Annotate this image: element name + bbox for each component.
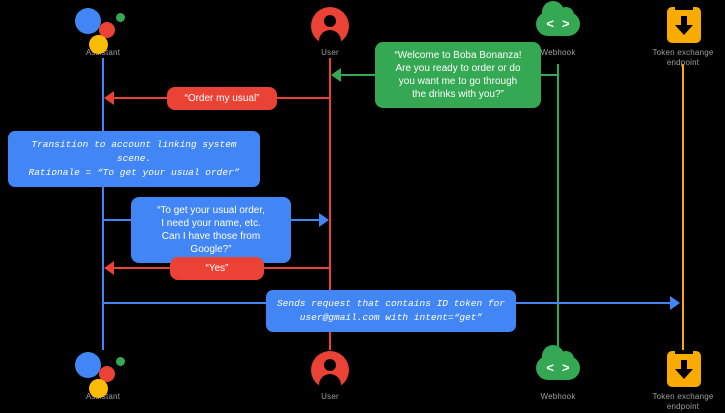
actor-label-webhook: Webhook xyxy=(540,392,576,401)
download-box-icon xyxy=(623,4,725,46)
cloud-shape xyxy=(536,345,580,380)
cloud-code-icon: < > xyxy=(498,1,618,46)
actor-label-user: User xyxy=(321,392,339,401)
user-head-shape xyxy=(324,15,336,27)
user-head-shape xyxy=(324,359,336,371)
actor-label-webhook: Webhook xyxy=(540,48,576,57)
download-arrow-stem xyxy=(681,360,687,370)
cloud-code-icon: < > xyxy=(498,345,618,390)
lifeline-token-endpoint xyxy=(682,64,684,350)
actor-label-token-endpoint: Token exchange endpoint xyxy=(652,48,714,67)
actor-assistant-bottom: Assistant xyxy=(43,348,163,402)
arrow-head-order-my-usual xyxy=(104,91,114,105)
download-box-icon xyxy=(623,348,725,390)
assistant-blue-dot-icon xyxy=(75,352,101,378)
message-token-request[interactable]: Sends request that contains ID token for… xyxy=(266,290,516,332)
token-notch-shape xyxy=(675,7,693,10)
user-body-shape xyxy=(319,374,341,390)
actor-assistant-top: Assistant xyxy=(43,4,163,58)
actor-token-endpoint-bottom: Token exchange endpoint xyxy=(623,348,725,412)
arrow-head-welcome xyxy=(331,68,341,82)
actor-label-token-endpoint: Token exchange endpoint xyxy=(652,392,714,411)
user-avatar-icon xyxy=(270,4,390,46)
lifeline-webhook xyxy=(557,64,559,350)
arrow-head-yes-consent xyxy=(104,261,114,275)
cloud-shape xyxy=(536,1,580,36)
actor-user-bottom: User xyxy=(270,348,390,402)
arrow-head-token-request xyxy=(670,296,680,310)
message-yes-consent[interactable]: “Yes” xyxy=(170,257,264,280)
assistant-red-dot-icon xyxy=(99,366,115,382)
assistant-green-dot-icon xyxy=(116,13,125,22)
lifeline-user xyxy=(329,58,331,350)
user-avatar-icon xyxy=(270,348,390,390)
download-arrow-head xyxy=(675,25,693,35)
google-assistant-icon xyxy=(43,348,163,398)
actor-webhook-bottom: < > Webhook xyxy=(498,345,618,402)
download-arrow-head xyxy=(675,369,693,379)
code-brackets-glyph: < > xyxy=(546,361,570,376)
message-transition-note[interactable]: Transition to account linking system sce… xyxy=(8,131,260,187)
actor-user-top: User xyxy=(270,4,390,58)
download-arrow-stem xyxy=(681,16,687,26)
actor-token-endpoint-top: Token exchange endpoint xyxy=(623,4,725,68)
assistant-blue-dot-icon xyxy=(75,8,101,34)
message-welcome[interactable]: “Welcome to Boba Bonanza! Are you ready … xyxy=(375,42,541,108)
token-notch-shape xyxy=(675,351,693,354)
lifeline-assistant xyxy=(102,58,104,350)
actor-webhook-top: < > Webhook xyxy=(498,1,618,58)
message-need-name-request[interactable]: “To get your usual order, I need your na… xyxy=(131,197,291,263)
user-body-shape xyxy=(319,30,341,46)
actor-label-user: User xyxy=(321,48,339,57)
assistant-yellow-dot-icon xyxy=(89,35,108,54)
message-order-my-usual[interactable]: “Order my usual” xyxy=(167,87,277,110)
assistant-yellow-dot-icon xyxy=(89,379,108,398)
arrow-head-need-name-request xyxy=(319,213,329,227)
google-assistant-icon xyxy=(43,4,163,54)
assistant-green-dot-icon xyxy=(116,357,125,366)
assistant-red-dot-icon xyxy=(99,22,115,38)
code-brackets-glyph: < > xyxy=(546,17,570,32)
